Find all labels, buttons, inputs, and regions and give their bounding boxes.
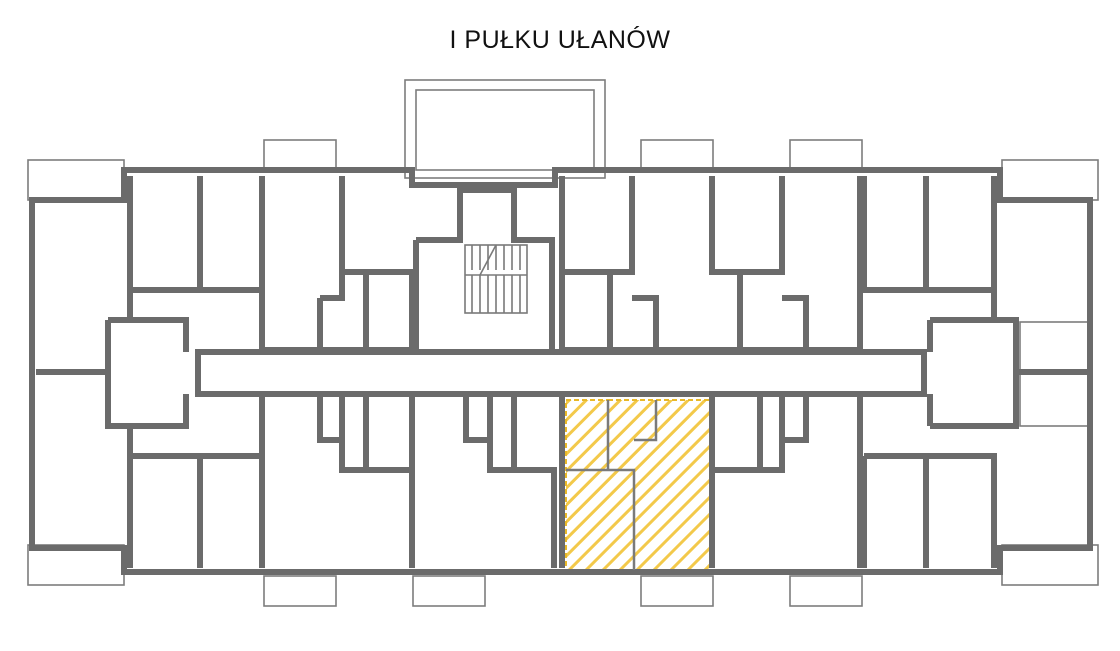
- balcony-bottom-1: [263, 575, 337, 607]
- top-left-apartment-walls: [259, 176, 416, 353]
- top-right-apartment-walls: [559, 176, 863, 353]
- stair-tower-inner: [415, 89, 595, 171]
- balcony-bottom-4: [789, 575, 863, 607]
- balcony-top-2: [640, 139, 714, 171]
- left-wing-walls: [36, 176, 265, 568]
- balcony-top-left-corner: [27, 159, 125, 201]
- highlighted-apartment-walls: [566, 400, 658, 570]
- right-wing-walls: [861, 176, 1090, 568]
- balcony-top-right-corner: [1001, 159, 1099, 201]
- central-corridor: [195, 349, 927, 397]
- street-name-label: I PUŁKU UŁANÓW: [449, 26, 671, 54]
- balcony-top-1: [263, 139, 337, 171]
- balcony-top-3: [789, 139, 863, 171]
- balcony-bottom-3: [640, 575, 714, 607]
- bottom-apartment-walls: [259, 396, 863, 568]
- stair-tower-outline: [404, 79, 606, 179]
- highlighted-apartment[interactable]: [565, 399, 711, 571]
- stair-core-walls: [413, 187, 555, 350]
- staircase: [464, 244, 528, 314]
- outer-wall: [29, 167, 1093, 575]
- balcony-bottom-2: [412, 575, 486, 607]
- building-walls: [29, 167, 1093, 575]
